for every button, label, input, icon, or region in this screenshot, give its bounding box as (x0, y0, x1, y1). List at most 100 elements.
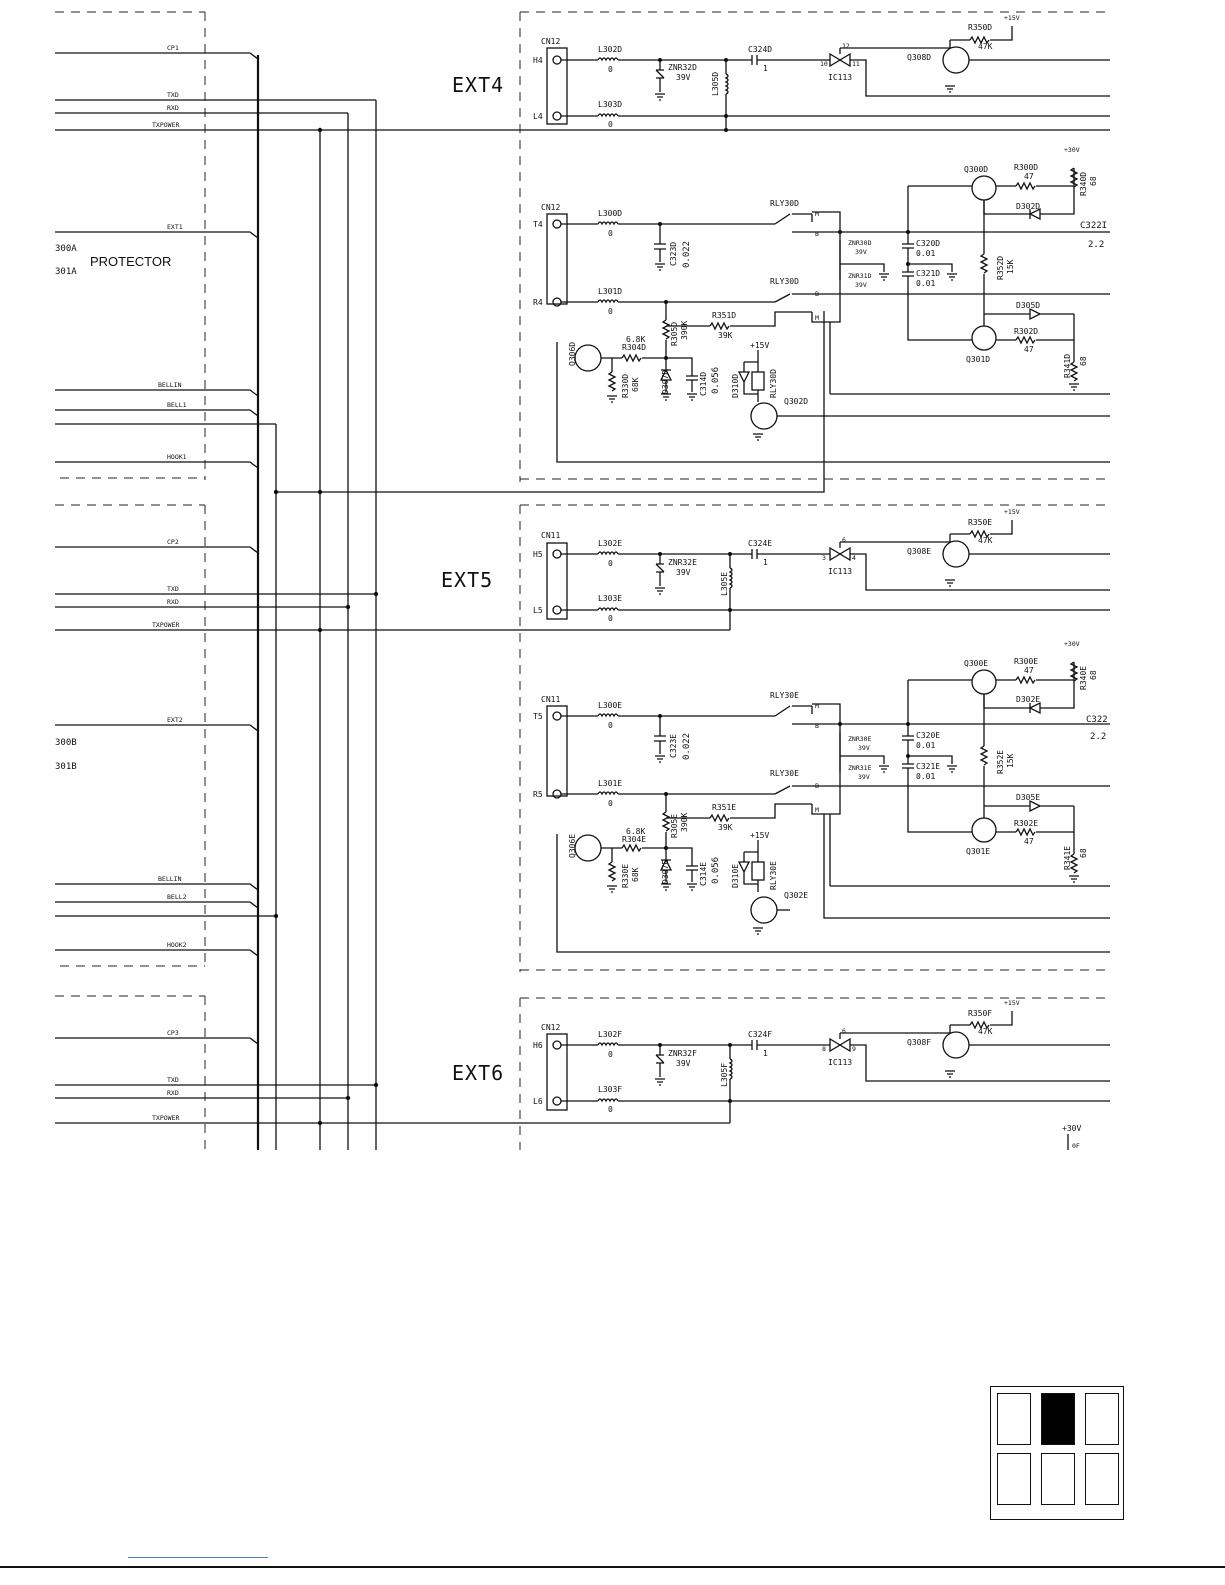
ext4-q302: Q302D (784, 397, 808, 406)
ext6-c324-value: 1 (763, 1049, 768, 1058)
footer-link-underline[interactable] (128, 1557, 268, 1558)
ext5-znr32: ZNR32E (668, 558, 697, 567)
ext4-pin-l: L4 (533, 112, 543, 121)
ext5-relay-b-top: B (815, 722, 819, 730)
ext6-l302: L302F (598, 1030, 622, 1039)
ext4-q306: Q306D (568, 342, 577, 366)
bus-label-txd-2: TXD (167, 585, 179, 593)
ext5-relay-bottom: RLY30E (770, 769, 799, 778)
ext4-relay-b-bottom: B (815, 290, 819, 298)
ext5-znr30: ZNR30E (848, 735, 872, 743)
ref-300b: 300B (55, 738, 77, 748)
ext4-r340-value: 68 (1089, 176, 1098, 186)
ext5-c320-value: 0.01 (916, 741, 935, 750)
ext6-v30: +30V (1062, 1124, 1081, 1133)
ref-301a: 301A (55, 267, 77, 277)
ext5-c321: C321E (916, 762, 940, 771)
ext4-znr32: ZNR32D (668, 63, 697, 72)
ext4-r352: R352D (996, 256, 1005, 280)
sheet-key-map (990, 1386, 1124, 1520)
ext4-l303: L303D (598, 100, 622, 109)
ext6-q308: Q308F (907, 1038, 931, 1047)
ext4-c320-value: 0.01 (916, 249, 935, 258)
ext4-l305: L305D (711, 72, 720, 96)
ext5-c314: C314E (699, 862, 708, 886)
ext4-r341-value: 68 (1079, 356, 1088, 366)
ext6-l305: L305F (720, 1063, 729, 1087)
ext5-r352-value: 15K (1006, 753, 1015, 768)
ext6-ic: IC113 (828, 1058, 852, 1067)
ext4-relay-m-bottom: M (815, 314, 819, 322)
bus-label-bell2: BELL2 (167, 893, 187, 901)
key-map-cell (1085, 1453, 1119, 1505)
ext5-l303-value: 0 (608, 614, 613, 623)
ext5-ic-pin-a: 6 (842, 536, 846, 544)
ext4-ic-pin-b: 11 (852, 60, 860, 68)
ext4-relay-top: RLY30D (770, 199, 799, 208)
ext5-r305: R305E (670, 814, 679, 838)
ext5-r341: R341E (1063, 846, 1072, 870)
ext5-r340: R340E (1079, 666, 1088, 690)
ext4-znr32-value: 39V (676, 73, 691, 82)
ext4-r350-value: 47K (978, 42, 993, 51)
ref-300a: 300A (55, 244, 77, 254)
ext4-r305: R305D (670, 322, 679, 346)
ext5-d307: D307E (661, 860, 670, 884)
key-map-cell (1085, 1393, 1119, 1445)
bus-label-cp2: CP2 (167, 538, 179, 546)
protector-label: PROTECTOR (90, 254, 171, 269)
ext4-l301: L301D (598, 287, 622, 296)
ext4-l301-value: 0 (608, 307, 613, 316)
ext4-ic-pin-a: 12 (842, 42, 850, 50)
ext5-r302: R302E (1014, 819, 1038, 828)
ext6-ic-pin-b: 9 (852, 1045, 856, 1053)
ext5-d310: D310E (731, 864, 740, 888)
ext5-znr31: ZNR31E (848, 764, 872, 772)
ext4-relay-b-top: B (815, 230, 819, 238)
ext4-c322: C322I (1080, 221, 1107, 231)
section-title-ext4: EXT4 (452, 73, 504, 97)
ext5-l302: L302E (598, 539, 622, 548)
bus-label-cp1: CP1 (167, 44, 179, 52)
ext4-pin-h: H4 (533, 56, 543, 65)
ext5-v15: +15V (1004, 508, 1020, 516)
ext5-c322-value: 2.2 (1090, 732, 1106, 742)
ext4-c322-value: 2.2 (1088, 240, 1104, 250)
key-map-cell (1041, 1393, 1075, 1445)
ext4-c323-value: 0.022 (682, 241, 692, 268)
ext6-znr32: ZNR32F (668, 1049, 697, 1058)
key-map-cell (1041, 1453, 1075, 1505)
ext4-line-circuit: CN12 T4 R4 L300D 0 L301D 0 C323D 0.022 R… (533, 146, 1110, 463)
footer-rule (0, 1566, 1225, 1568)
ext4-q308: Q308D (907, 53, 931, 62)
ext6-ic-pin-a: 6 (842, 1027, 846, 1035)
ext5-relay-b-bottom: B (815, 782, 819, 790)
ext4-c314-value: 0.056 (711, 367, 721, 394)
ext5-q302: Q302E (784, 891, 808, 900)
bus-label-txpower-3: TXPOWER (152, 1114, 179, 1122)
ext6-l303: L303F (598, 1085, 622, 1094)
bus-label-rxd-2: RXD (167, 598, 179, 606)
ext5-relay-m-top: M (815, 702, 819, 710)
ext5-r340-value: 68 (1089, 670, 1098, 680)
ext4-c324: C324D (748, 45, 772, 54)
ext5-ic-pin-b: 4 (852, 554, 856, 562)
ext6-pin-h: H6 (533, 1041, 543, 1050)
ext5-d305: D305E (1016, 793, 1040, 802)
ext4-l303-value: 0 (608, 120, 613, 129)
ext4-relay-m-top: M (815, 210, 819, 218)
ext5-q300: Q300E (964, 659, 988, 668)
ext5-r300: R300E (1014, 657, 1038, 666)
ext6-connector: CN12 (541, 1023, 560, 1032)
bus-label-ext1: EXT1 (167, 223, 183, 231)
ext4-c321-value: 0.01 (916, 279, 935, 288)
ext5-r330-value: 68K (631, 867, 640, 882)
ext5-ic-pin-c: 3 (822, 554, 826, 562)
ext4-r330: R330D (621, 374, 630, 398)
ext5-r305-value: 390K (680, 813, 689, 832)
ext5-znr31-value: 39V (858, 773, 870, 781)
ext4-line-connector: CN12 (541, 203, 560, 212)
ext4-c324-value: 1 (763, 64, 768, 73)
ext4-pin-r: R4 (533, 298, 543, 307)
ext4-ic: IC113 (828, 73, 852, 82)
